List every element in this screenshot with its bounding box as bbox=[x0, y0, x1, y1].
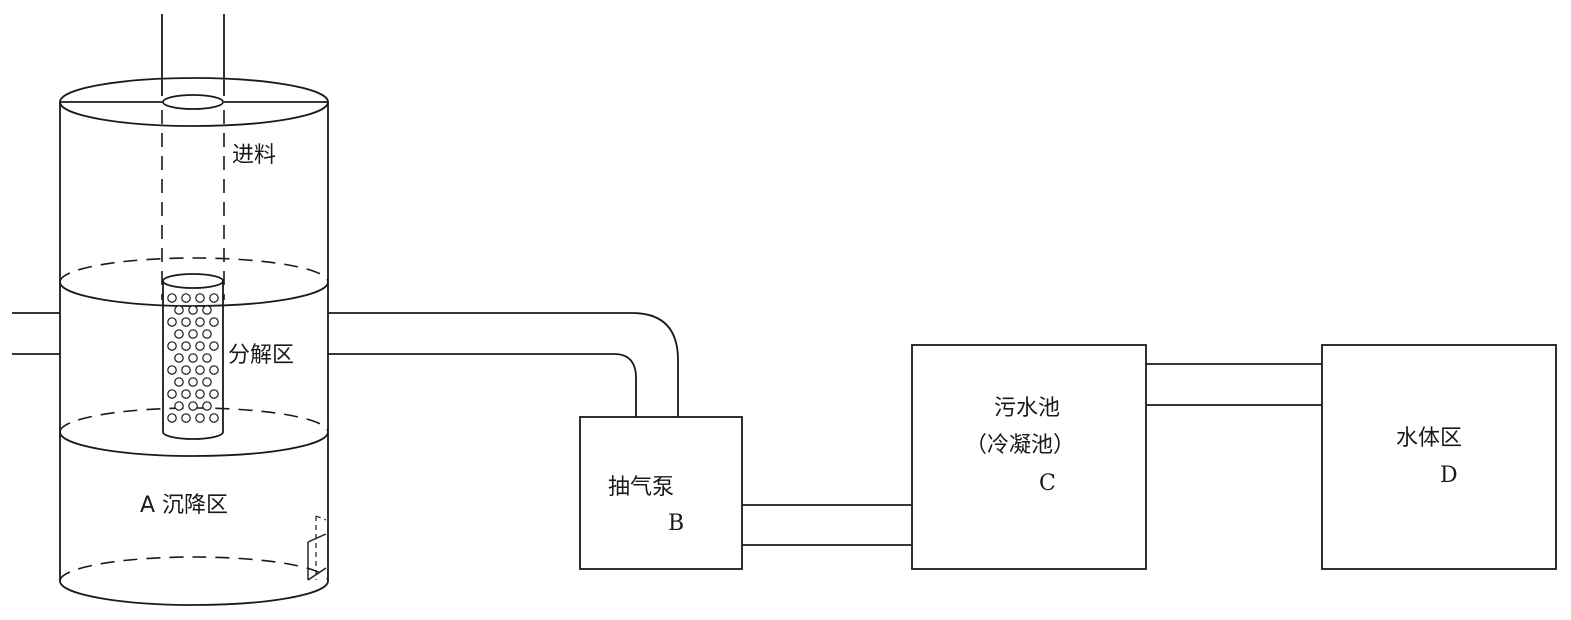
decomposition-zone-label: 分解区 bbox=[228, 343, 294, 368]
perforation-hole bbox=[202, 401, 212, 411]
perforation-hole bbox=[195, 317, 205, 327]
perforation-hole bbox=[181, 365, 191, 375]
perforation-hole bbox=[195, 341, 205, 351]
perforation-hole bbox=[188, 353, 198, 363]
perforation-hole bbox=[209, 341, 219, 351]
decomposition-top-back bbox=[59, 257, 329, 283]
perforation-hole bbox=[181, 341, 191, 351]
perforation-hole bbox=[209, 413, 219, 423]
perforation-hole bbox=[195, 293, 205, 303]
perforation-hole bbox=[202, 353, 212, 363]
perforation-hole bbox=[188, 401, 198, 411]
perforation-hole bbox=[174, 329, 184, 339]
perforation-hole bbox=[202, 305, 212, 315]
pump-box bbox=[579, 416, 743, 570]
water-body-name: 水体区 bbox=[1396, 426, 1462, 451]
perforation-hole bbox=[167, 317, 177, 327]
perforation-hole bbox=[174, 377, 184, 387]
perforation-hole bbox=[174, 305, 184, 315]
perforation-hole bbox=[188, 377, 198, 387]
perforated-tube-top bbox=[162, 273, 224, 289]
perforation-hole bbox=[209, 317, 219, 327]
perforation-hole bbox=[195, 413, 205, 423]
pump-letter: B bbox=[668, 511, 684, 536]
perforation-hole bbox=[195, 365, 205, 375]
gas-pipe-inner bbox=[328, 353, 637, 417]
gas-pipe bbox=[12, 312, 679, 417]
perforation-hole bbox=[181, 413, 191, 423]
feed-pipe-opening bbox=[162, 94, 224, 110]
decomposition-top-front bbox=[59, 281, 329, 307]
sewage-pool-letter: C bbox=[1039, 471, 1056, 496]
settling-top-back bbox=[59, 407, 329, 433]
perforation-hole bbox=[167, 293, 177, 303]
perforation-hole bbox=[188, 329, 198, 339]
reactor-bottom-front bbox=[59, 580, 329, 606]
perforation-hole bbox=[181, 317, 191, 327]
settling-top-front bbox=[59, 431, 329, 457]
sewage-pool-subname: （冷凝池） bbox=[965, 433, 1075, 458]
perforated-tube bbox=[162, 273, 224, 440]
water-body-box bbox=[1321, 344, 1557, 570]
water-body-letter: D bbox=[1440, 463, 1458, 488]
perforation-holes bbox=[167, 293, 219, 423]
feed-pipe bbox=[60, 14, 328, 300]
sewage-pool-box bbox=[911, 344, 1147, 570]
gas-pipe-outer bbox=[328, 312, 679, 417]
perforation-hole bbox=[167, 365, 177, 375]
perforation-hole bbox=[167, 389, 177, 399]
perforation-hole bbox=[174, 401, 184, 411]
reactor-bottom-back bbox=[59, 556, 329, 582]
perforation-hole bbox=[195, 389, 205, 399]
settling-zone-label: A 沉降区 bbox=[140, 493, 228, 518]
outlet-hatch bbox=[307, 515, 327, 581]
pipe-pump-to-pool bbox=[742, 504, 912, 546]
reactor-vessel bbox=[59, 77, 329, 606]
perforation-hole bbox=[188, 305, 198, 315]
pipe-pool-to-water-body bbox=[1146, 363, 1322, 406]
sewage-pool-name: 污水池 bbox=[994, 396, 1060, 421]
perforation-hole bbox=[209, 389, 219, 399]
perforation-hole bbox=[174, 353, 184, 363]
perforation-hole bbox=[181, 389, 191, 399]
perforation-hole bbox=[209, 365, 219, 375]
perforation-hole bbox=[202, 329, 212, 339]
perforation-hole bbox=[202, 377, 212, 387]
perforation-hole bbox=[167, 413, 177, 423]
perforated-tube-bottom bbox=[162, 431, 224, 440]
perforation-hole bbox=[209, 293, 219, 303]
pump-name: 抽气泵 bbox=[608, 475, 674, 500]
perforation-hole bbox=[167, 341, 177, 351]
perforation-hole bbox=[181, 293, 191, 303]
feed-label: 进料 bbox=[232, 143, 276, 168]
